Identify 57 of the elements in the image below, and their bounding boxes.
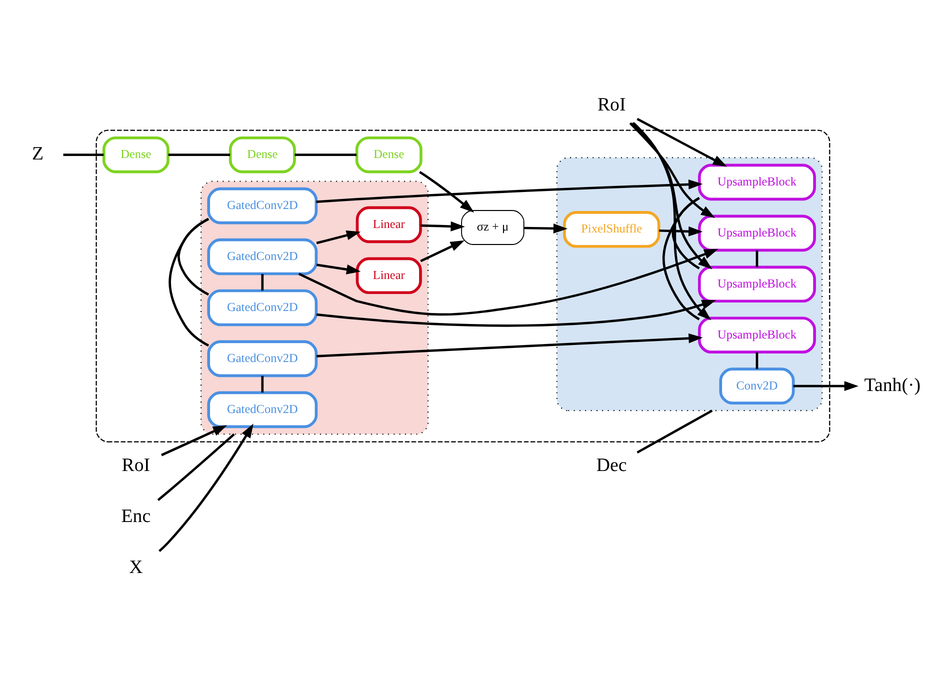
connector — [756, 250, 758, 267]
arrow — [316, 299, 716, 326]
arrow — [636, 117, 728, 166]
arrow — [420, 220, 465, 231]
node-box: Linear — [356, 256, 422, 294]
connector — [177, 217, 210, 296]
arrow — [632, 122, 712, 320]
connector — [168, 153, 230, 156]
arrow — [316, 263, 361, 274]
connector — [261, 273, 264, 290]
connector — [756, 352, 758, 368]
arrow — [158, 423, 254, 552]
node-box: Conv2D — [719, 367, 795, 404]
node-text: RoI — [122, 454, 150, 476]
arrow — [298, 248, 718, 316]
node-box: GatedConv2D — [207, 238, 318, 275]
arrow — [420, 240, 465, 262]
arrow — [632, 122, 712, 269]
connector — [672, 196, 700, 269]
node-box: PixelShuffle — [563, 210, 660, 248]
arrow — [524, 223, 568, 233]
node-box: σz + μ — [461, 210, 524, 244]
node-box: UpsampleBlock — [698, 316, 816, 354]
connector — [261, 375, 264, 392]
node-box: GatedConv2D — [207, 186, 318, 224]
node-box: GatedConv2D — [207, 390, 318, 428]
node-text: Dec — [596, 454, 627, 476]
node-box: Dense — [355, 136, 422, 173]
arrow — [316, 230, 361, 244]
arrow — [793, 380, 858, 391]
node-box: Linear — [356, 206, 422, 243]
node-box: UpsampleBlock — [698, 163, 816, 200]
node-box: GatedConv2D — [207, 340, 318, 377]
connector — [157, 432, 235, 501]
connector — [63, 153, 104, 156]
connector — [168, 217, 210, 346]
cluster — [96, 129, 830, 442]
node-box: Dense — [102, 136, 170, 173]
connector — [662, 196, 700, 320]
arrow — [161, 424, 228, 456]
connector — [636, 409, 713, 454]
node-box: GatedConv2D — [207, 288, 318, 326]
node-text: Enc — [121, 505, 151, 526]
node-box: UpsampleBlock — [698, 214, 816, 252]
arrow — [419, 170, 474, 212]
node-text: Tanh(·) — [864, 374, 921, 396]
arrow — [316, 332, 703, 357]
arrow — [629, 122, 716, 218]
node-box: Dense — [228, 136, 296, 173]
node-text: Z — [32, 143, 44, 164]
node-box: UpsampleBlock — [698, 265, 816, 302]
node-text: RoI — [597, 94, 626, 115]
connector — [294, 153, 357, 156]
cluster — [556, 156, 823, 411]
arrow — [316, 179, 703, 203]
arrow — [659, 226, 703, 236]
node-text: X — [129, 556, 143, 578]
